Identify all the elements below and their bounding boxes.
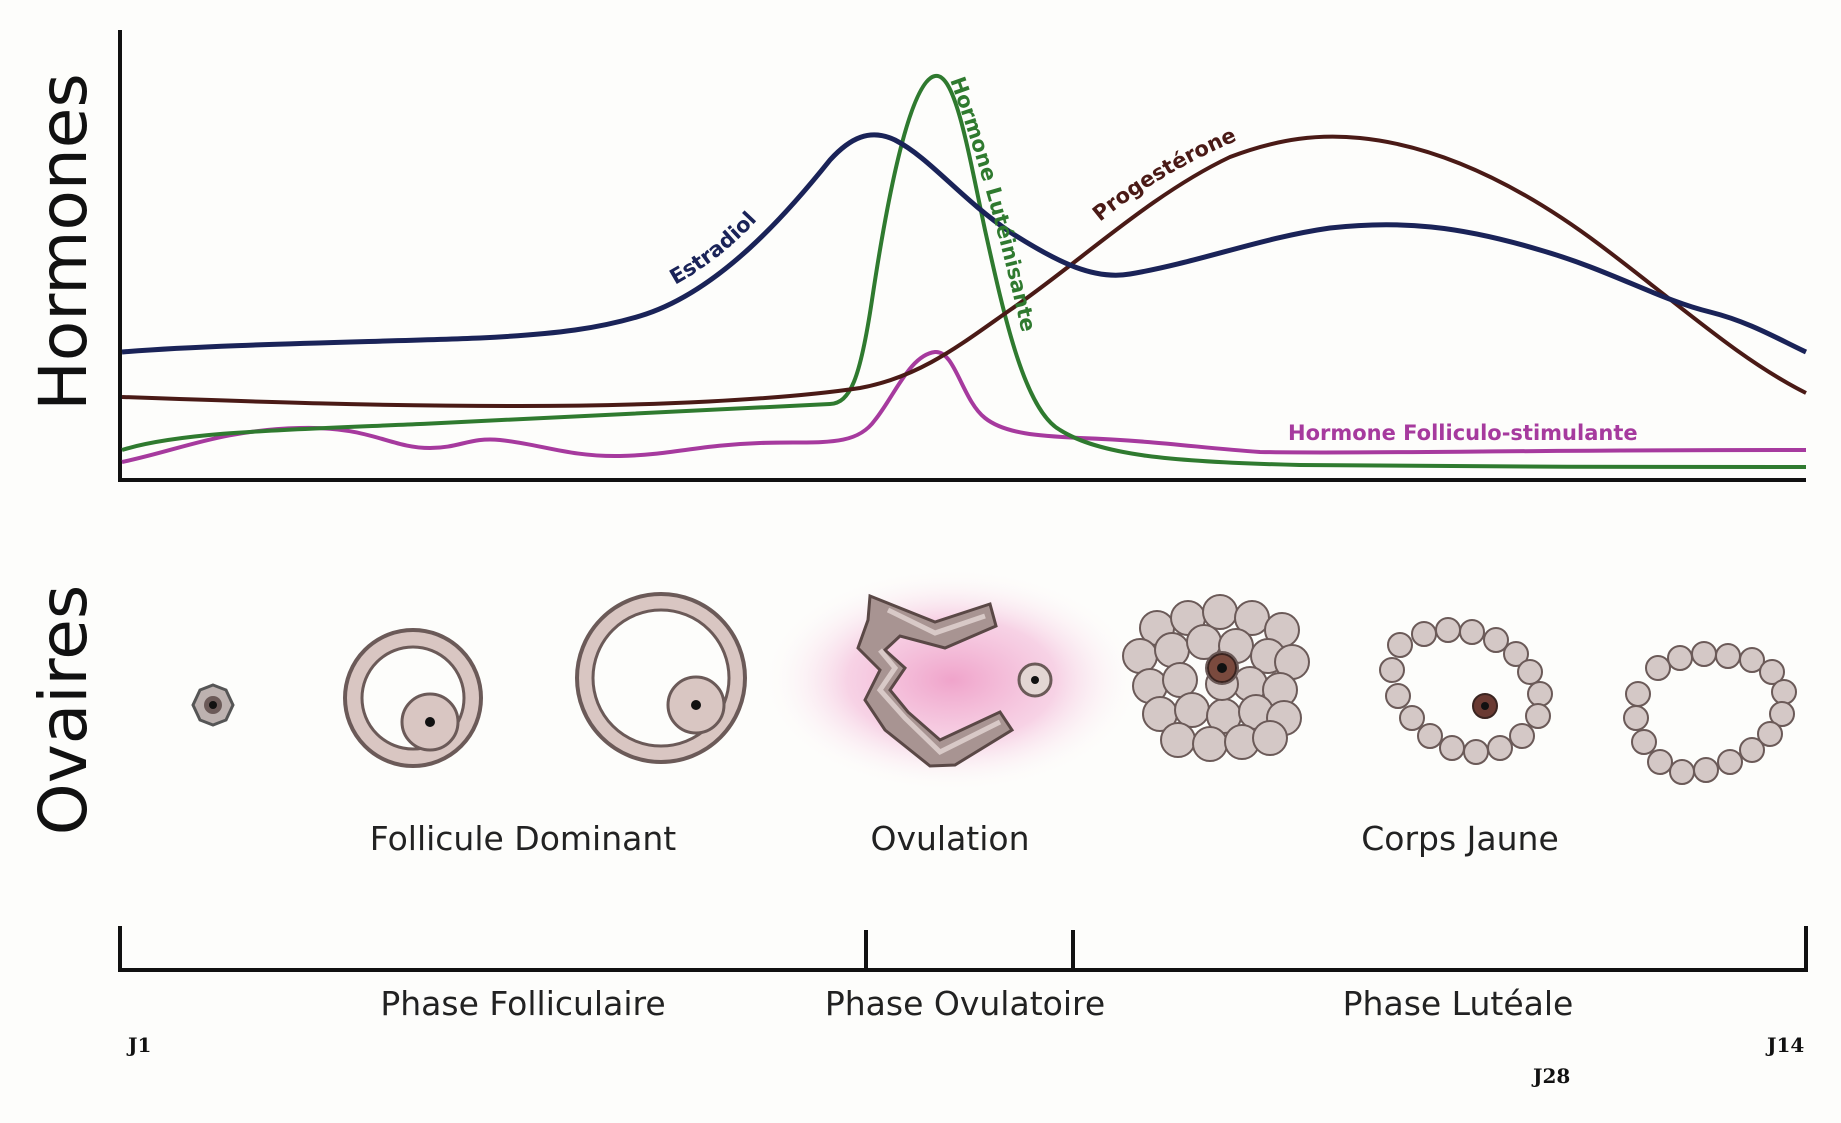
hormones-axis-title: Hormones bbox=[25, 73, 102, 410]
stage-label-corpus: Corps Jaune bbox=[1361, 819, 1559, 858]
lh-curve bbox=[121, 73, 1807, 469]
day-label-end: J14 bbox=[1765, 1033, 1804, 1057]
corpus-luteum-center bbox=[1207, 653, 1237, 683]
primordial-follicle bbox=[191, 683, 235, 727]
estradiol-curve bbox=[121, 132, 1808, 355]
day-label-start: J1 bbox=[126, 1033, 151, 1057]
phase-label-luteal: Phase Lutéale bbox=[1343, 984, 1574, 1023]
corpus-luteum-ring bbox=[1379, 617, 1553, 765]
progesterone-label: Progestérone bbox=[1088, 123, 1240, 226]
ovary-stages bbox=[191, 568, 1797, 792]
fsh-label: Hormone Folliculo-stimulante bbox=[1288, 421, 1638, 445]
phase-label-follicular: Phase Folliculaire bbox=[380, 984, 665, 1023]
ovulation-rupture bbox=[762, 568, 1142, 792]
ovaries-axis-title: Ovaires bbox=[25, 585, 102, 835]
stage-label-ovulation: Ovulation bbox=[870, 819, 1029, 858]
progesterone-curve bbox=[121, 134, 1807, 409]
corpus-albicans-ring bbox=[1623, 641, 1797, 785]
fsh-curve bbox=[121, 350, 1807, 464]
day-label-mid: J28 bbox=[1531, 1064, 1570, 1088]
phase-label-ovulatory: Phase Ovulatoire bbox=[825, 984, 1105, 1023]
follicle-large bbox=[575, 592, 747, 764]
follicle-small bbox=[343, 628, 483, 768]
phase-timeline bbox=[118, 926, 1808, 972]
stage-label-dominant: Follicule Dominant bbox=[370, 819, 676, 858]
lh-label: Hormone Lutéinisante bbox=[945, 74, 1040, 334]
corpus-luteum-ring-center bbox=[1472, 693, 1498, 719]
